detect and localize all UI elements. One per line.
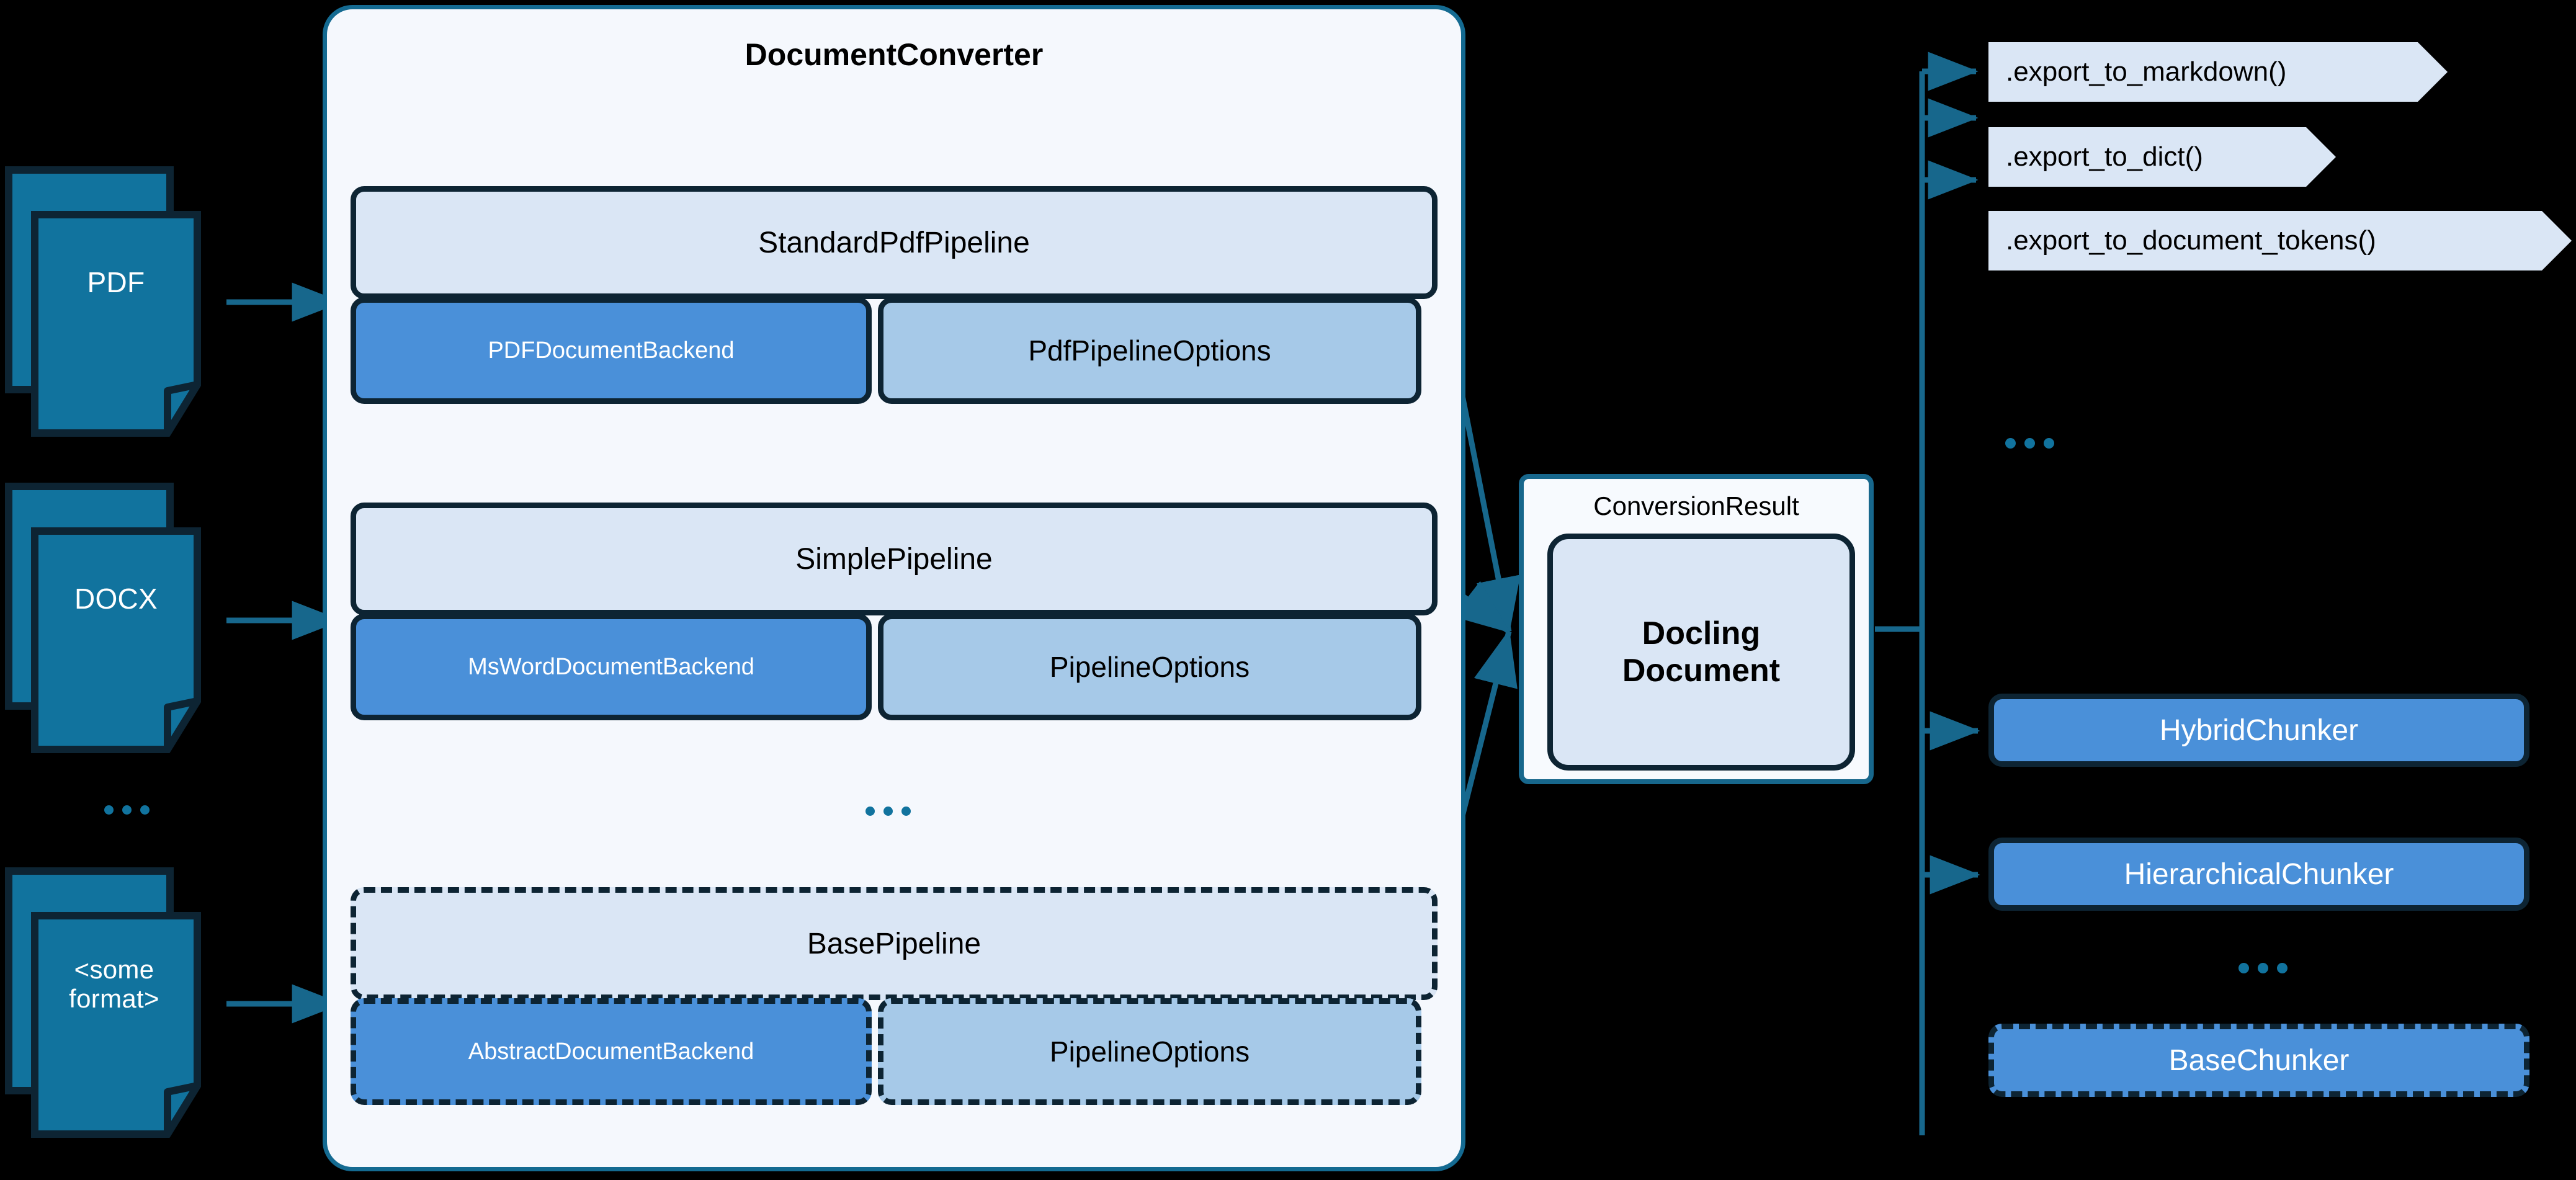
- pipeline-simple-title: SimplePipeline: [351, 503, 1438, 615]
- pipeline-base-backend[interactable]: AbstractDocumentBackend: [351, 998, 872, 1105]
- pipeline-base[interactable]: BasePipeline AbstractDocumentBackend Pip…: [351, 887, 1438, 1105]
- document-converter-title: DocumentConverter: [745, 37, 1044, 72]
- pipeline-simple-backend[interactable]: MsWordDocumentBackend: [351, 614, 872, 720]
- hybrid-chunker-box[interactable]: HybridChunker: [1988, 694, 2529, 767]
- conversion-result-title: ConversionResult: [1593, 491, 1799, 521]
- pipeline-standard-pdf-title: StandardPdfPipeline: [351, 186, 1438, 299]
- pipeline-simple[interactable]: SimplePipeline MsWordDocumentBackend Pip…: [351, 503, 1438, 720]
- export-to-markdown-shape[interactable]: .export_to_markdown(): [1988, 42, 2448, 102]
- pipeline-standard-pdf-options[interactable]: PdfPipelineOptions: [878, 297, 1421, 404]
- base-chunker-box[interactable]: BaseChunker: [1988, 1024, 2529, 1097]
- inputs-ellipsis: [104, 805, 150, 815]
- docling-document-box[interactable]: Docling Document: [1547, 534, 1855, 771]
- pipeline-standard-pdf-backend[interactable]: PDFDocumentBackend: [351, 297, 872, 404]
- chunkers-ellipsis: [2238, 963, 2288, 973]
- some-format-document-icon: [5, 867, 228, 1140]
- pipelines-ellipsis: [865, 807, 911, 816]
- hierarchical-chunker-box[interactable]: HierarchicalChunker: [1988, 838, 2529, 911]
- pdf-document-icon: [5, 166, 228, 439]
- pipeline-base-options[interactable]: PipelineOptions: [878, 998, 1421, 1105]
- export-to-document-tokens-shape[interactable]: .export_to_document_tokens(): [1988, 211, 2572, 270]
- pipeline-base-title: BasePipeline: [351, 887, 1438, 1000]
- export-to-dict-shape[interactable]: .export_to_dict(): [1988, 127, 2336, 187]
- docx-document-label: DOCX: [74, 583, 158, 615]
- pipeline-simple-options[interactable]: PipelineOptions: [878, 614, 1421, 720]
- docx-document-icon: [5, 483, 228, 756]
- pdf-document-label: PDF: [87, 266, 145, 299]
- some-format-document-label: <some format>: [69, 954, 159, 1013]
- exports-ellipsis: [2005, 438, 2054, 449]
- conversion-result-container: ConversionResult Docling Document: [1519, 474, 1874, 784]
- pipeline-standard-pdf[interactable]: StandardPdfPipeline PDFDocumentBackend P…: [351, 186, 1438, 404]
